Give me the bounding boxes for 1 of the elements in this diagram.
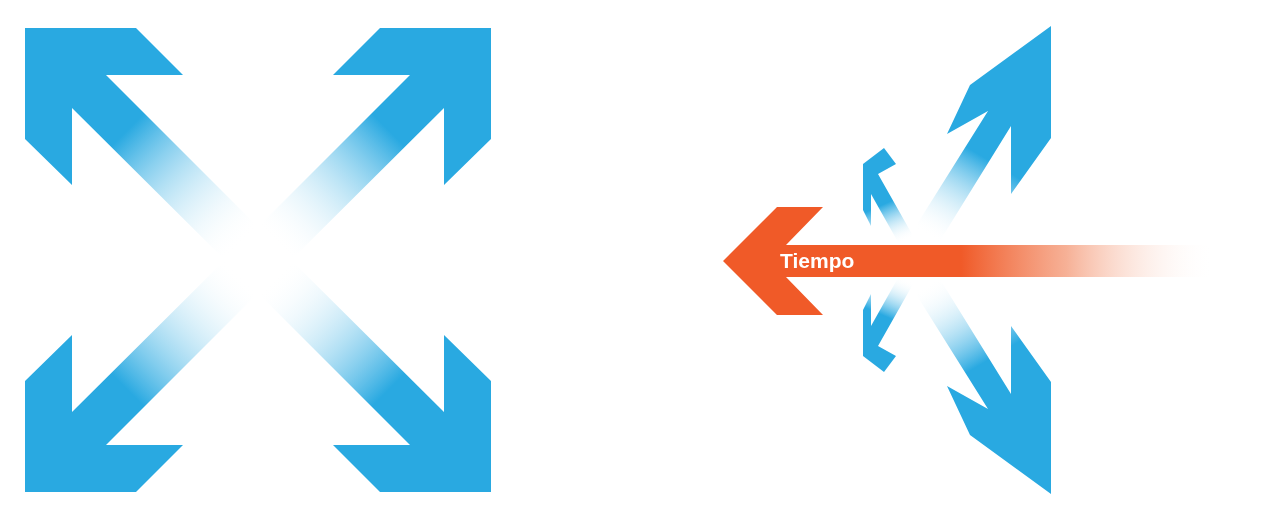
- time-arrow-label: Tiempo: [780, 249, 855, 273]
